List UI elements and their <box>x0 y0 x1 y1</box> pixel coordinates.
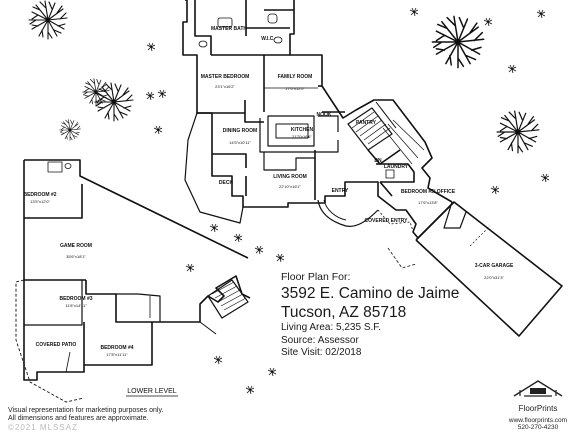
entry-label: ENTRY <box>332 188 349 194</box>
dining-room-dimensions: 14'5"x10'11" <box>229 140 251 145</box>
bedroom-4-dimensions: 17'8"x11'11" <box>106 352 128 357</box>
family-room-label: FAMILY ROOM <box>278 74 313 80</box>
disclaimer-line-1: Visual representation for marketing purp… <box>8 407 164 414</box>
bedroom-2-dimensions: 13'5"x12'0" <box>30 199 50 204</box>
city-state-zip: Tucson, AZ 85718 <box>281 304 407 321</box>
bedroom-4-label: BEDROOM #4 <box>100 345 133 351</box>
site-visit-date: Site Visit: 02/2018 <box>281 347 362 358</box>
bedroom-2-label: BEDROOM #2 <box>23 192 56 198</box>
brand-website: www.floorprints.com <box>508 417 568 424</box>
street-address: 3592 E. Camino de Jaime <box>281 285 460 302</box>
copyright-watermark: ©2021 MLSSAZ <box>8 423 78 432</box>
kitchen-label: KITCHEN <box>291 127 314 133</box>
family-room-dimensions: 17'5"x12'0" <box>285 86 305 91</box>
room-labels: MASTER BATH W.I.C. MASTER BEDROOM 23'1"x… <box>23 26 513 395</box>
master-bath-label: MASTER BATH <box>211 26 247 32</box>
stairs-down-label: DN <box>374 158 382 164</box>
pantry-label: PANTRY <box>356 120 377 126</box>
kitchen-dimensions: 21'3"x16'6" <box>292 134 312 139</box>
tree-icon <box>28 0 68 40</box>
deck-label: DECK <box>219 180 234 186</box>
laundry-label: LAUNDRY <box>384 164 409 170</box>
house-logo-icon <box>513 380 563 397</box>
brand-logo: FloorPrints www.floorprints.com 520-270-… <box>506 378 570 431</box>
master-bedroom-label: MASTER BEDROOM <box>201 74 250 80</box>
covered-entry-label: COVERED ENTRY <box>365 218 409 224</box>
tree-icon <box>431 15 485 69</box>
disclaimer-line-2: All dimensions and features are approxim… <box>8 415 149 422</box>
living-room-dimensions: 22'10"x16'1" <box>279 184 302 189</box>
floor-plan-heading: Floor Plan For: <box>281 271 351 283</box>
lower-level-plan <box>15 159 251 403</box>
lower-level-label: LOWER LEVEL <box>127 388 177 395</box>
data-source: Source: Assessor <box>281 334 359 346</box>
brand-name: FloorPrints <box>518 404 558 413</box>
living-room-label: LIVING ROOM <box>273 174 307 180</box>
bedroom-5-label: BEDROOM #5/ OFFICE <box>401 189 456 195</box>
brand-phone: 520-270-4230 <box>517 424 559 431</box>
covered-patio-label: COVERED PATIO <box>36 342 77 348</box>
bedroom-3-dimensions: 11'8"x14'11" <box>65 303 87 308</box>
main-level-plan <box>182 0 563 337</box>
master-bedroom-dimensions: 23'1"x16'2" <box>215 84 235 89</box>
wic-label: W.I.C. <box>261 36 275 42</box>
nook-label: NOOK <box>317 112 332 118</box>
game-room-label: GAME ROOM <box>60 243 92 249</box>
tree-icon <box>496 110 540 154</box>
garage-label: 3-CAR GARAGE <box>475 263 514 269</box>
bedroom-5-dimensions: 17'6"x13'8" <box>418 200 438 205</box>
game-room-dimensions: 35'6"x18'1" <box>66 254 86 259</box>
living-area: Living Area: 5,235 S.F. <box>281 322 382 333</box>
disclaimer: Visual representation for marketing purp… <box>8 407 163 423</box>
garage-dimensions: 22'0"x31'3" <box>484 275 504 280</box>
tree-icon <box>59 119 81 141</box>
dining-room-label: DINING ROOM <box>223 128 257 134</box>
bedroom-3-label: BEDROOM #3 <box>59 296 92 302</box>
property-info: Floor Plan For: 3592 E. Camino de Jaime … <box>281 271 459 360</box>
